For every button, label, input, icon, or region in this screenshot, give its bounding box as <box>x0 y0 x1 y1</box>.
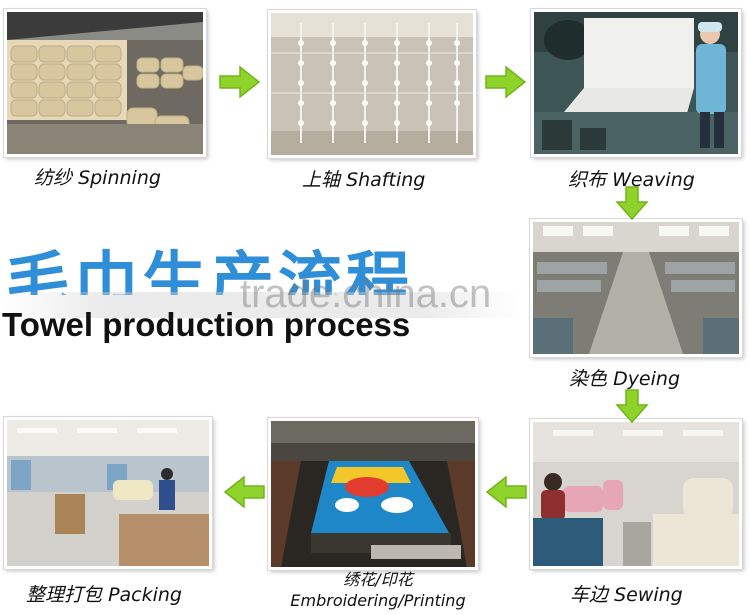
watermark-text: trade.china.cn <box>240 272 492 316</box>
arrow-left-2-icon <box>223 475 265 509</box>
title-chinese-text: 毛巾生产流程 <box>6 246 414 295</box>
shafting-photo <box>268 10 476 158</box>
arrow-down-1-icon <box>615 186 649 221</box>
printing-photo <box>268 418 478 570</box>
step-caption-shafting: 上轴 Shafting <box>302 165 425 192</box>
step-english: Sewing <box>614 584 683 606</box>
step-english: Shafting <box>346 169 426 191</box>
title-chinese: 毛巾生产流程 <box>0 225 470 295</box>
step-caption-printing: 绣花/印花 Embroidering/Printing <box>278 569 478 611</box>
step-chinese: 绣花/印花 <box>343 570 413 589</box>
step-english: Dyeing <box>613 368 681 390</box>
step-chinese: 车边 <box>570 584 609 606</box>
arrow-right-2-icon <box>485 65 527 99</box>
step-caption-spinning: 纺纱 Spinning <box>34 163 161 190</box>
step-chinese: 织布 <box>568 169 607 191</box>
step-caption-dyeing: 染色 Dyeing <box>569 364 680 391</box>
dyeing-photo <box>530 219 742 357</box>
step-chinese: 纺纱 <box>34 167 73 189</box>
sewing-photo <box>530 419 742 569</box>
weaving-photo <box>531 9 741 157</box>
step-english: Embroidering/Printing <box>290 591 466 610</box>
step-english: Spinning <box>78 167 161 189</box>
step-caption-weaving: 织布 Weaving <box>568 165 695 192</box>
step-english: Weaving <box>612 169 695 191</box>
packing-photo <box>4 417 212 569</box>
title-english: Towel production process <box>2 306 411 343</box>
step-caption-packing: 整理打包 Packing <box>26 580 182 607</box>
step-chinese: 染色 <box>569 368 608 390</box>
step-chinese: 上轴 <box>302 169 341 191</box>
step-english: Packing <box>108 584 182 606</box>
step-chinese: 整理打包 <box>26 584 103 606</box>
arrow-right-1-icon <box>219 65 261 99</box>
step-caption-sewing: 车边 Sewing <box>570 580 683 607</box>
arrow-left-1-icon <box>485 475 527 509</box>
spinning-photo <box>4 9 206 157</box>
watermark-band <box>0 292 520 318</box>
arrow-down-2-icon <box>615 389 649 424</box>
